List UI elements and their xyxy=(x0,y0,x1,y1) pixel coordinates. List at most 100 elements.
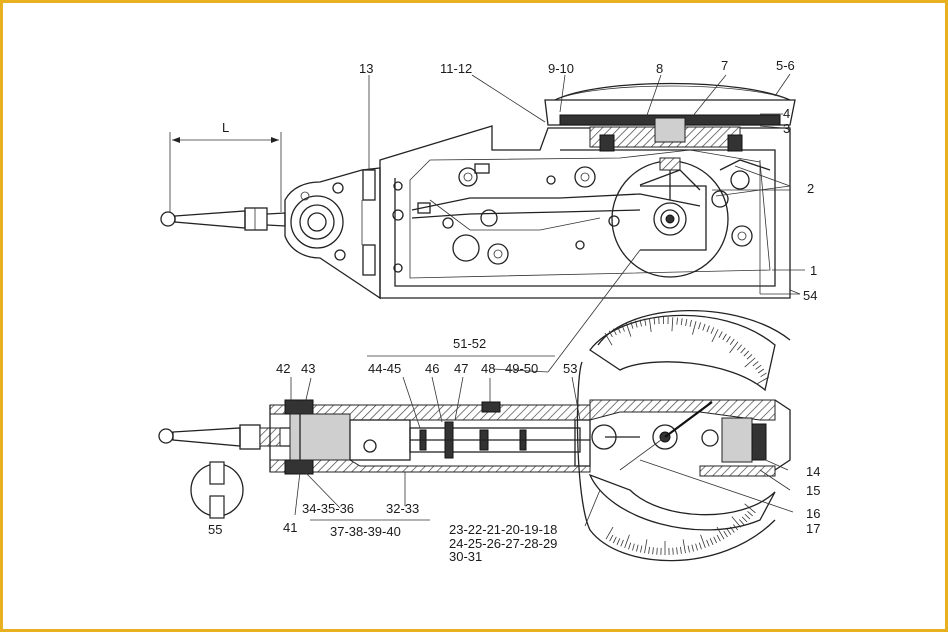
label-43: 43 xyxy=(301,361,315,376)
dial-tick xyxy=(680,318,683,326)
dial-tick xyxy=(691,544,694,552)
dial-tick xyxy=(624,534,630,549)
dial-tick xyxy=(716,534,721,542)
dial-tick xyxy=(648,317,652,332)
dial-tick xyxy=(709,538,714,545)
label-54: 54 xyxy=(803,288,817,303)
dial-tick xyxy=(757,368,765,374)
label-41: 41 xyxy=(283,520,297,535)
label-37-38-39-40: 37-38-39-40 xyxy=(330,524,401,539)
dial-tick xyxy=(616,538,621,545)
label-49-50: 49-50 xyxy=(505,361,538,376)
label-47: 47 xyxy=(454,361,468,376)
label-1: 1 xyxy=(810,263,817,278)
dial-tick xyxy=(604,332,613,346)
dial-tick xyxy=(635,320,638,328)
label-2: 2 xyxy=(807,181,814,196)
dial-tick xyxy=(744,513,751,520)
label-42: 42 xyxy=(276,361,290,376)
dial-tick xyxy=(752,361,759,367)
leader-49-50 xyxy=(547,249,641,373)
label-3: 3 xyxy=(783,121,790,136)
part-55 xyxy=(190,461,244,519)
dial-tick xyxy=(729,341,739,354)
label-53: 53 xyxy=(563,361,577,376)
dial-tick xyxy=(682,539,686,554)
label-44-45: 44-45 xyxy=(368,361,401,376)
dial-tick xyxy=(692,320,697,335)
dial-tick xyxy=(612,536,617,544)
dial-tick xyxy=(644,318,647,326)
dial-tick xyxy=(731,516,742,528)
label-14: 14 xyxy=(806,464,820,479)
large-gear xyxy=(611,157,729,278)
dial-face xyxy=(576,309,791,562)
dial-tick xyxy=(747,510,753,517)
dial-tick xyxy=(612,328,617,336)
stylus-top xyxy=(160,207,286,231)
label-55: 55 xyxy=(208,522,222,537)
dial-tick xyxy=(744,357,756,368)
dial-tick xyxy=(685,318,688,326)
label-34-35-36: 34-35-36 xyxy=(302,501,354,516)
dial-tick xyxy=(736,344,743,351)
dial-tick xyxy=(671,317,674,332)
label-5-6: 5-6 xyxy=(776,58,795,73)
label-17: 17 xyxy=(806,521,820,536)
dial-tick xyxy=(626,323,632,337)
dial-tick xyxy=(756,376,770,385)
leader-lines-top xyxy=(368,73,805,295)
dial-tick xyxy=(644,539,648,554)
dial-tick xyxy=(710,327,715,334)
dial-tick xyxy=(676,547,678,555)
dial-tick xyxy=(744,503,756,514)
dial-tick xyxy=(740,347,746,354)
dial-tick xyxy=(755,364,762,370)
label-15: 15 xyxy=(806,483,820,498)
dial-tick xyxy=(640,545,643,553)
label-l: L xyxy=(222,120,229,135)
dial-tick xyxy=(653,317,656,325)
dial-tick xyxy=(689,319,692,327)
dial-tick xyxy=(698,542,702,550)
label-24-29: 24-25-26-27-28-29 xyxy=(449,536,557,551)
dial-tick xyxy=(620,539,624,547)
dial-tick xyxy=(605,526,614,540)
internal-mechanism xyxy=(392,159,790,273)
label-30-31: 30-31 xyxy=(449,549,482,564)
dial-tick xyxy=(680,546,682,554)
dial-tick xyxy=(609,534,614,542)
dial-tick xyxy=(743,350,750,357)
top-view xyxy=(160,73,805,300)
label-13: 13 xyxy=(359,61,373,76)
dial-tick xyxy=(718,331,723,338)
dial-tick xyxy=(723,530,728,538)
dial-tick xyxy=(632,543,635,551)
dial-tick xyxy=(700,534,706,549)
dial-tick xyxy=(733,524,738,531)
dial-tick xyxy=(630,321,634,329)
label-4: 4 xyxy=(783,106,790,121)
label-51-52: 51-52 xyxy=(453,336,486,351)
dial-tick xyxy=(711,329,719,343)
dial-tick xyxy=(729,338,735,345)
main-housing xyxy=(379,125,791,299)
label-7: 7 xyxy=(721,58,728,73)
dial-tick xyxy=(738,519,745,525)
dial-tick xyxy=(741,516,748,523)
leader-lines-section xyxy=(290,355,794,527)
dial-tick xyxy=(636,544,639,552)
dial-tick xyxy=(722,333,727,341)
dial-tick xyxy=(648,546,650,554)
arm-pivot-ring xyxy=(290,195,344,249)
dial-tick xyxy=(628,542,632,550)
dial-tick xyxy=(706,325,710,333)
dial-tick xyxy=(726,336,731,343)
dial-top-view xyxy=(544,82,796,152)
label-16: 16 xyxy=(806,506,820,521)
section-view xyxy=(158,399,791,477)
dial-tick xyxy=(695,543,698,551)
dial-tick xyxy=(698,322,701,330)
dial-tick xyxy=(729,526,735,533)
